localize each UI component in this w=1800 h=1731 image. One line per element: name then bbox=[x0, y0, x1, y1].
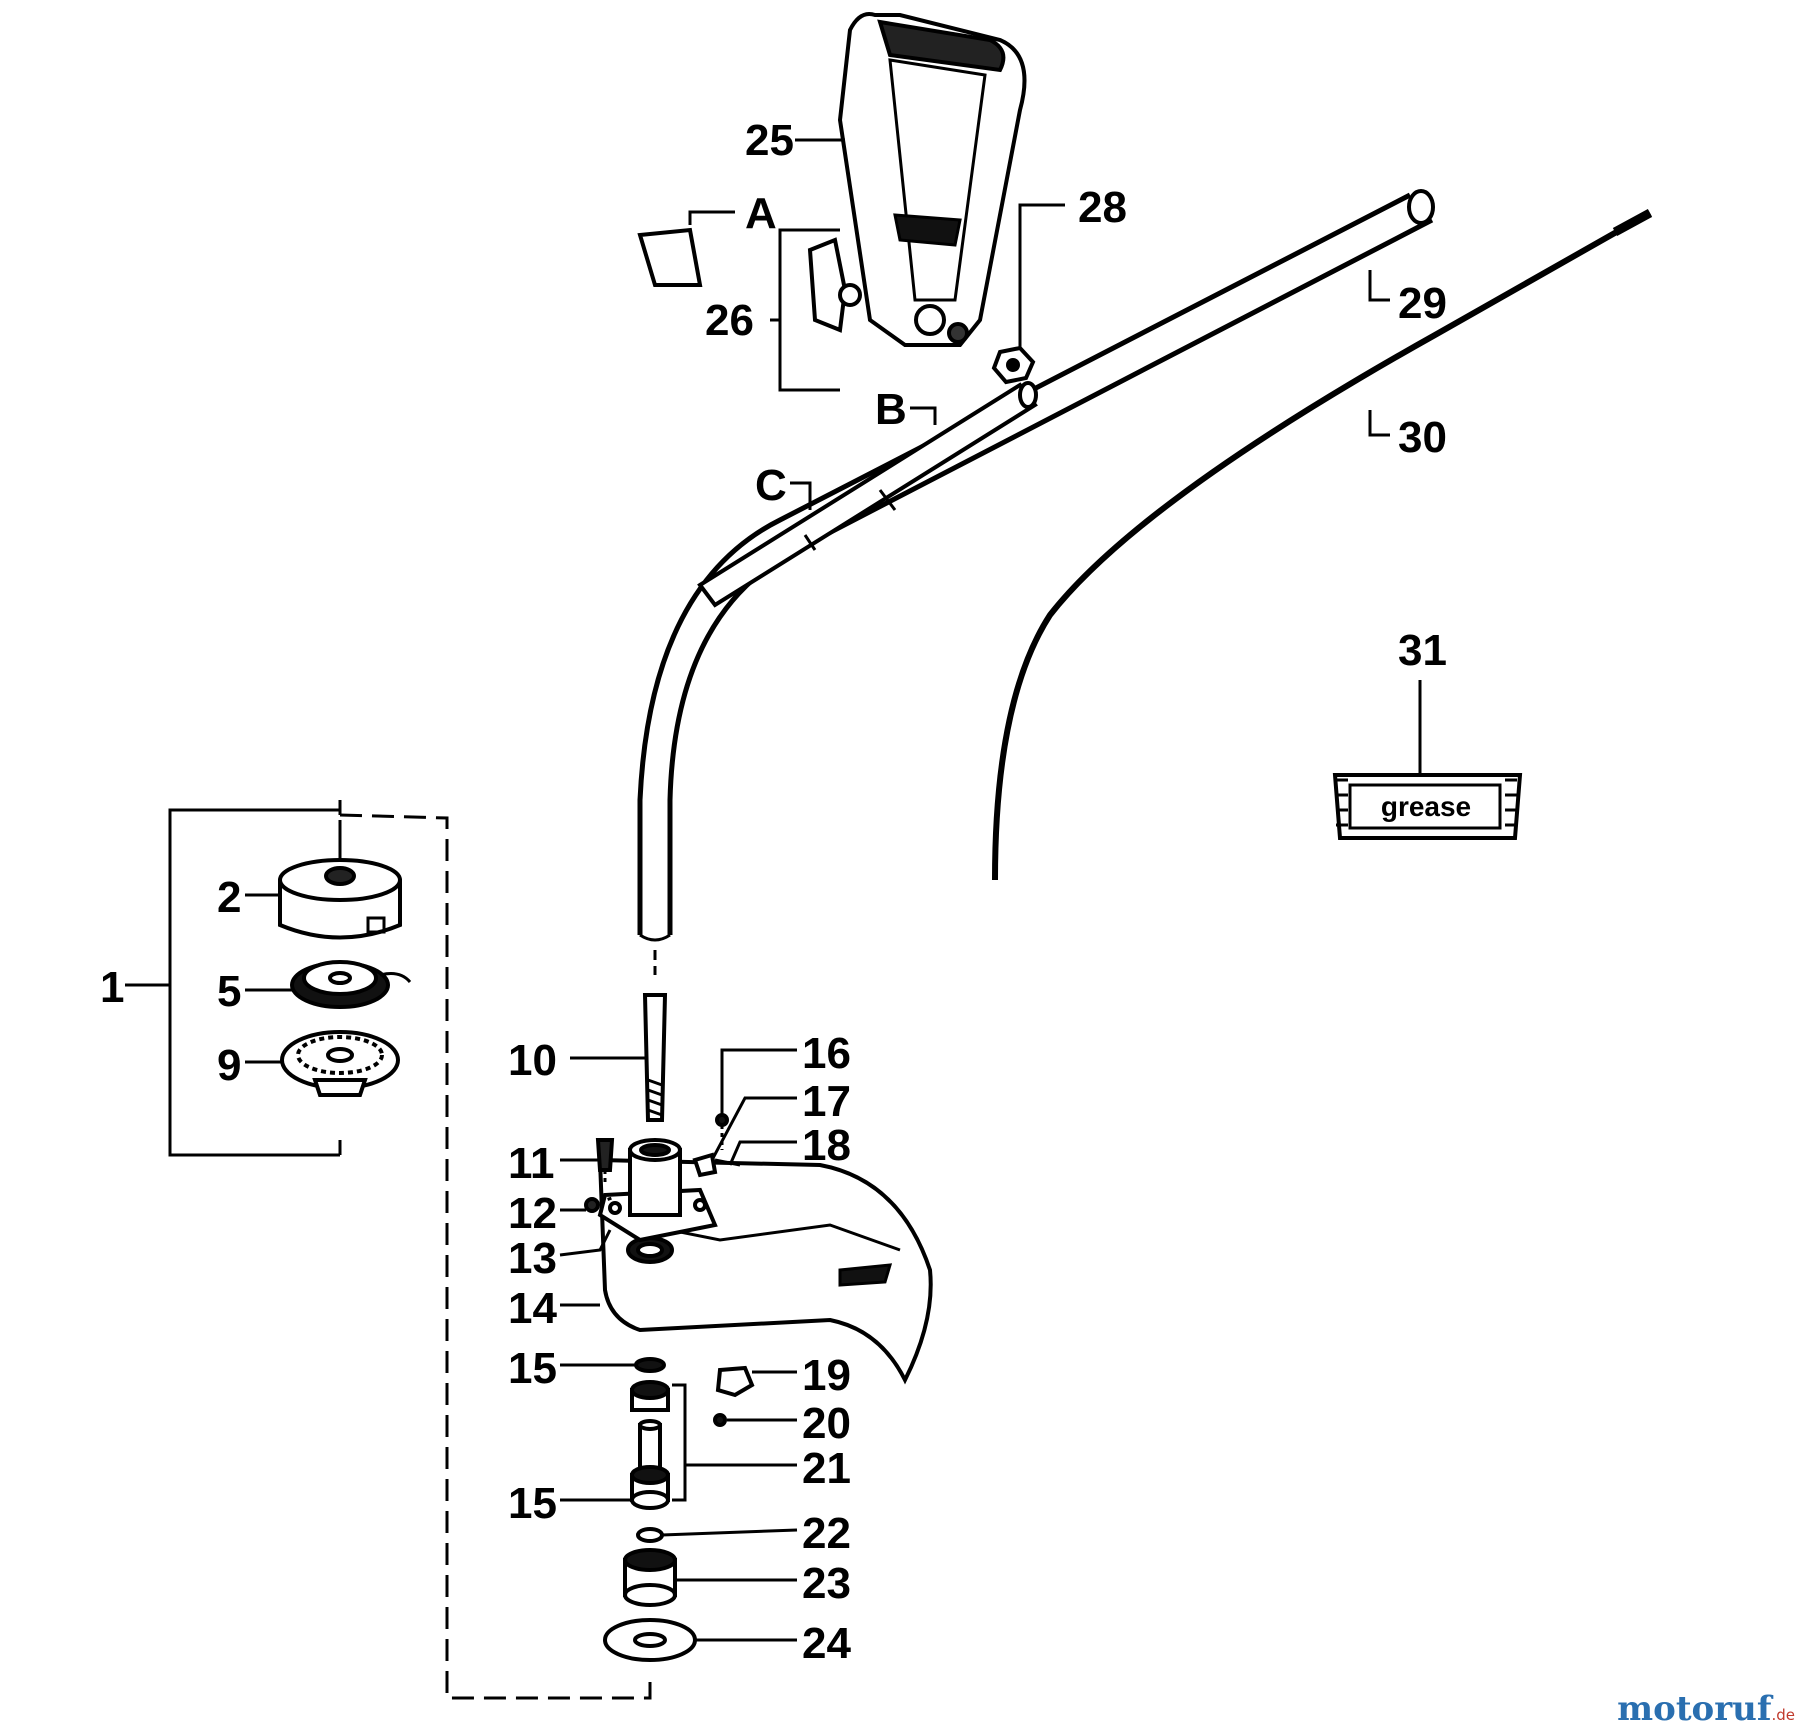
part-23-nut bbox=[623, 1548, 677, 1607]
callout-22: 22 bbox=[802, 1509, 851, 1558]
callout-12: 12 bbox=[508, 1189, 557, 1238]
part-30-drive-cable bbox=[992, 209, 1653, 881]
callout-28: 28 bbox=[1078, 183, 1127, 232]
callout-16: 16 bbox=[802, 1029, 851, 1078]
callout-15-lower: 15 bbox=[508, 1479, 557, 1528]
part-5-line-spool bbox=[290, 960, 412, 1009]
part-26-wing-knob bbox=[807, 237, 862, 333]
part-9-spool-hub bbox=[280, 1030, 400, 1097]
part-A-decal bbox=[637, 227, 703, 287]
callout-9: 9 bbox=[217, 1041, 241, 1090]
callout-26: 26 bbox=[705, 296, 754, 345]
callout-15-upper: 15 bbox=[508, 1344, 557, 1393]
part-15-bearing-upper bbox=[634, 1357, 666, 1373]
callout-30: 30 bbox=[1398, 413, 1447, 462]
part-19-20-clip bbox=[713, 1365, 755, 1427]
part-31-grease-tube: grease bbox=[1332, 773, 1523, 840]
callout-18: 18 bbox=[802, 1121, 851, 1170]
svg-text:motoruf.de: motoruf.de bbox=[1617, 1689, 1795, 1729]
part-10-drive-shaft bbox=[642, 950, 668, 1122]
callout-10: 10 bbox=[508, 1036, 557, 1085]
part-28-nut bbox=[991, 345, 1036, 385]
part-22-washer bbox=[636, 1527, 664, 1543]
watermark-main: motoruf bbox=[1617, 1689, 1774, 1729]
callout-labels: 25 A 28 26 29 B 30 C 31 2 1 5 9 10 16 17… bbox=[100, 116, 1447, 1668]
callout-19: 19 bbox=[802, 1351, 851, 1400]
callout-A: A bbox=[745, 189, 777, 238]
callout-1: 1 bbox=[100, 963, 124, 1012]
watermark-suffix: .de bbox=[1771, 1706, 1795, 1724]
part-24-cup-washer bbox=[603, 1618, 697, 1662]
callout-13: 13 bbox=[508, 1234, 557, 1283]
callout-20: 20 bbox=[802, 1399, 851, 1448]
callout-11: 11 bbox=[508, 1139, 555, 1188]
part-12-screw bbox=[584, 1196, 613, 1213]
part-11-screw bbox=[595, 1138, 615, 1185]
callout-23: 23 bbox=[802, 1559, 851, 1608]
part-21-bearing-assembly bbox=[630, 1380, 687, 1510]
callout-5: 5 bbox=[217, 967, 241, 1016]
callout-29: 29 bbox=[1398, 279, 1447, 328]
callout-2: 2 bbox=[217, 873, 241, 922]
callout-21: 21 bbox=[802, 1444, 851, 1493]
part-13-collar bbox=[628, 1138, 682, 1217]
callout-17: 17 bbox=[802, 1077, 851, 1126]
callout-B: B bbox=[875, 385, 907, 434]
part-2-spool-cover bbox=[278, 858, 402, 940]
callout-31: 31 bbox=[1398, 626, 1447, 675]
leader-lines bbox=[245, 138, 1422, 1642]
part-1-trimmer-head-assembly bbox=[125, 800, 412, 1157]
callout-C: C bbox=[755, 461, 787, 510]
watermark-logo: motoruf.de bbox=[1617, 1689, 1795, 1729]
grease-label: grease bbox=[1381, 791, 1471, 822]
callout-24: 24 bbox=[802, 1619, 851, 1668]
callout-14: 14 bbox=[508, 1284, 557, 1333]
assembly-dashed-line bbox=[339, 813, 652, 1700]
part-B-C-tube-sleeve bbox=[697, 381, 1038, 608]
part-25-loop-handle bbox=[837, 12, 1027, 347]
callout-25: 25 bbox=[745, 116, 794, 165]
